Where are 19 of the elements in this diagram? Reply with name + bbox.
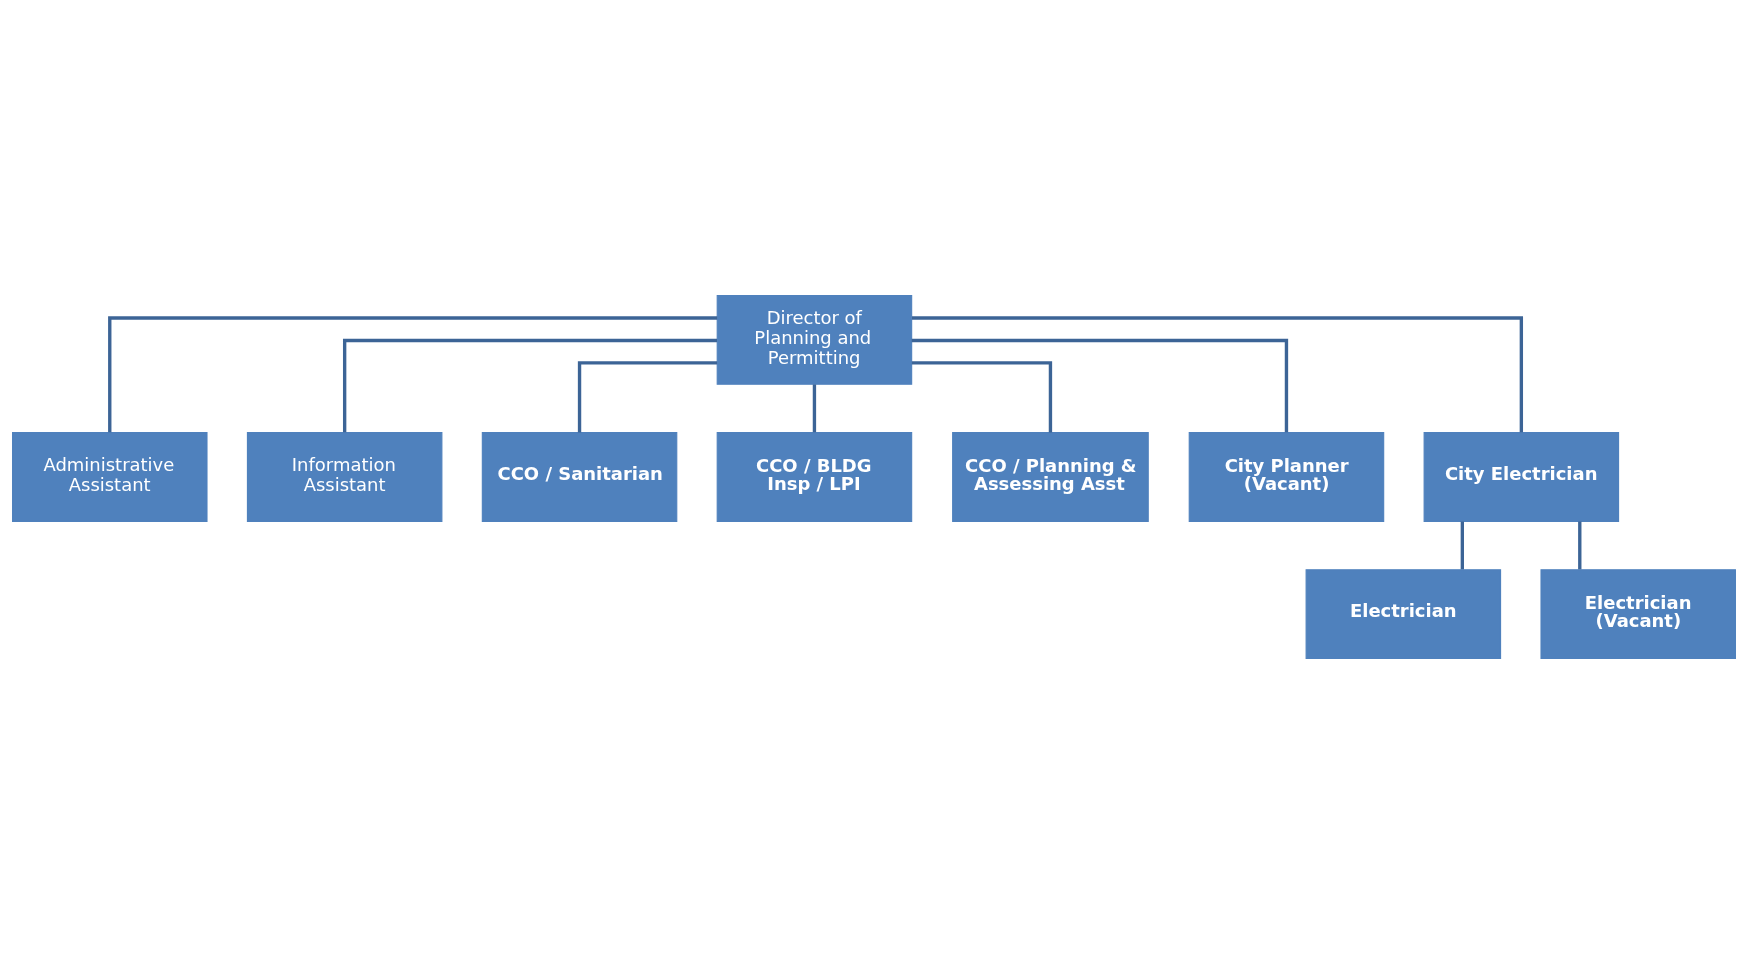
node-box: CCO / Sanitarian	[481, 432, 678, 522]
connector	[911, 338, 1289, 433]
node-box: City Electrician	[1423, 432, 1620, 522]
node-box: City Planner (Vacant)	[1188, 432, 1385, 522]
node-box: CCO / Planning & Assessing Asst	[952, 432, 1149, 522]
connector	[911, 361, 1053, 433]
node-box: Director of Planning and Permitting	[716, 294, 913, 385]
node-box: Administrative Assistant	[12, 432, 208, 522]
node-box: CCO / BLDG Insp / LPI	[716, 432, 913, 522]
node-box: Electrician (Vacant)	[1540, 569, 1736, 660]
connector	[812, 384, 817, 433]
connector	[1460, 521, 1465, 570]
node-box: Information Assistant	[246, 432, 443, 522]
connector	[577, 361, 718, 433]
node-box: Electrician	[1305, 569, 1502, 660]
connector	[108, 316, 718, 433]
connector	[912, 316, 1524, 433]
connector	[342, 338, 718, 433]
connector	[1578, 521, 1582, 570]
